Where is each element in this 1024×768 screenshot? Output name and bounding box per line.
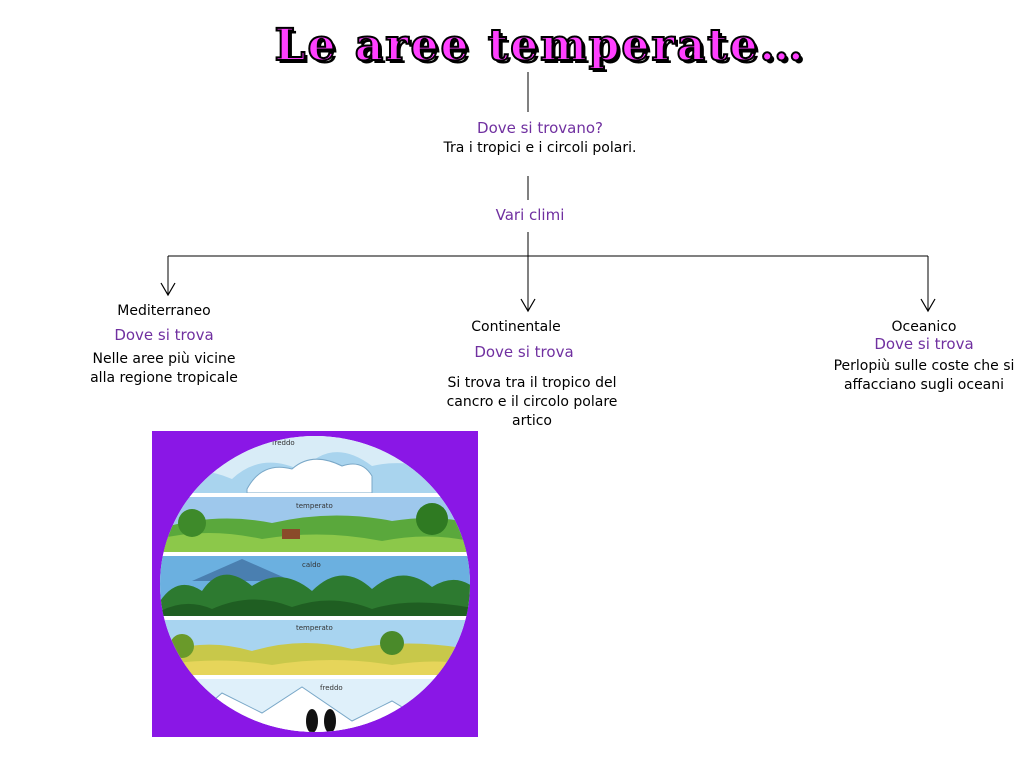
page-title: Le aree temperate… (274, 19, 806, 72)
zone-label-1: freddo (272, 439, 295, 447)
root-answer: Tra i tropici e i circoli polari. (443, 140, 637, 156)
center-arrowhead (520, 298, 536, 313)
climate-name-mediterraneo: Mediterraneo (117, 303, 211, 319)
climate-heading-mediterraneo: Dove si trova (114, 326, 214, 344)
climate-heading-continentale: Dove si trova (474, 343, 574, 361)
climate-heading-oceanico: Dove si trova (874, 335, 974, 353)
zone-label-2: temperato (296, 502, 333, 510)
zone-label-5: freddo (320, 684, 343, 692)
right-arrowhead (920, 298, 936, 313)
left-arrowhead (160, 282, 176, 297)
root-sub: Vari climi (495, 206, 565, 224)
climate-desc-mediterraneo: Nelle aree più vicine alla regione tropi… (90, 351, 238, 386)
climate-desc-continentale: Si trova tra il tropico del cancro e il … (446, 375, 618, 429)
climate-name-oceanico: Oceanico (891, 319, 957, 335)
zone-label-4: temperato (296, 624, 333, 632)
root-question: Dove si trovano? (477, 119, 603, 137)
climate-name-continentale: Continentale (471, 319, 561, 335)
climate-desc-oceanico: Perlopiù sulle coste che si affacciano s… (833, 358, 1015, 393)
zone-label-3: caldo (302, 561, 321, 569)
climate-zones-image: freddo temperato caldo temperato freddo (152, 431, 478, 737)
